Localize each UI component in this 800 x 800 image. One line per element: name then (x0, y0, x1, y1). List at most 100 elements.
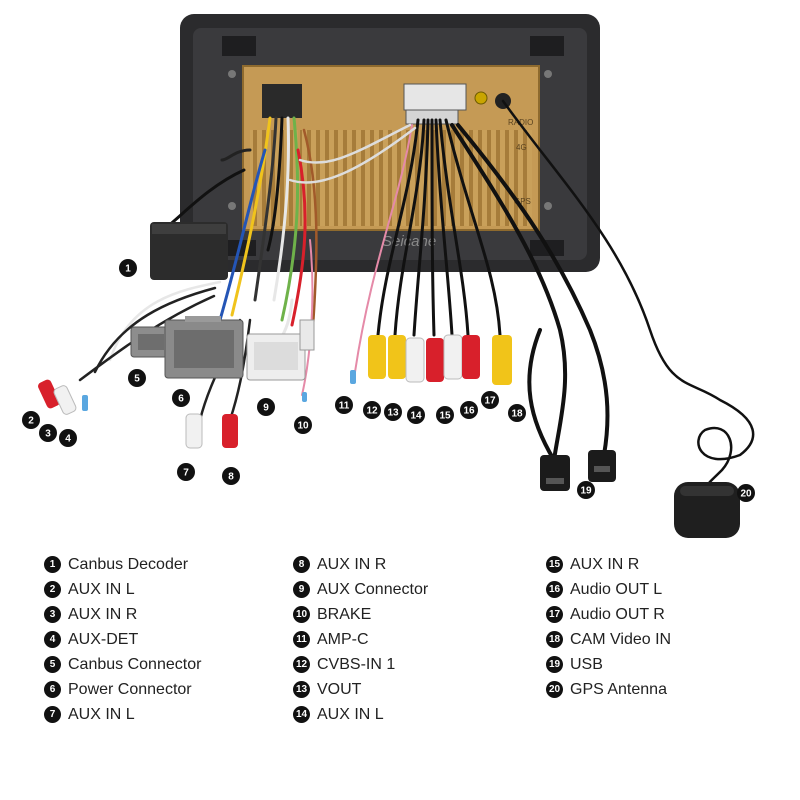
legend-label: CVBS-IN 1 (317, 655, 396, 673)
rca-plug-audio-out-r (462, 335, 480, 379)
legend-label: AUX IN R (317, 555, 387, 573)
legend-label: AUX IN R (68, 605, 138, 623)
legend-label: Canbus Connector (68, 655, 202, 673)
legend-label: AUX-DET (68, 630, 139, 648)
callout-9: 9 (257, 398, 275, 416)
legend-label: USB (570, 655, 603, 673)
brake-pin (302, 392, 307, 402)
legend-item: 11 AMP-C (293, 627, 428, 652)
svg-text:12: 12 (366, 406, 378, 417)
harness-socket (262, 84, 302, 118)
legend-number-badge: 1 (44, 556, 61, 573)
callout-4: 4 (59, 429, 77, 447)
svg-text:19: 19 (580, 486, 592, 497)
legend-item: 6 Power Connector (44, 677, 201, 702)
legend-label: VOUT (317, 680, 362, 698)
gps-label: GPS (514, 197, 531, 206)
svg-text:1: 1 (125, 264, 131, 275)
callout-18: 18 (508, 404, 526, 422)
svg-text:14: 14 (410, 411, 422, 422)
svg-text:10: 10 (297, 421, 309, 432)
rca-plug-aux-in-l (38, 379, 60, 409)
legend-number-badge: 15 (546, 556, 563, 573)
legend-number-badge: 2 (44, 581, 61, 598)
usb-plug (540, 455, 570, 491)
svg-text:16: 16 (463, 406, 475, 417)
svg-text:7: 7 (183, 468, 189, 479)
legend-number-badge: 14 (293, 706, 310, 723)
legend-item: 19 USB (546, 652, 671, 677)
callout-14: 14 (407, 406, 425, 424)
legend-label: Power Connector (68, 680, 192, 698)
rca-plug-aux-in-l-3 (405, 337, 425, 383)
rca-plug-audio-out-l (443, 334, 463, 380)
rca-wires (288, 99, 755, 487)
legend-label: BRAKE (317, 605, 372, 623)
rca-socket-block (403, 83, 467, 111)
callout-11: 11 (335, 396, 353, 414)
callout-17: 17 (481, 391, 499, 409)
legend-label: AMP-C (317, 630, 369, 648)
legend-item: 18 CAM Video IN (546, 627, 671, 652)
canbus-decoder (150, 222, 228, 280)
callout-7: 7 (177, 463, 195, 481)
callout-8: 8 (222, 467, 240, 485)
svg-text:3: 3 (45, 429, 51, 440)
legend-number-badge: 6 (44, 681, 61, 698)
legend-label: AUX Connector (317, 580, 429, 598)
mount-tab (530, 36, 564, 56)
legend-number-badge: 17 (546, 606, 563, 623)
legend-label: Canbus Decoder (68, 555, 189, 573)
rca-plug-aux-in-l-2 (185, 413, 203, 449)
rca-plug-cam-video-in (492, 335, 512, 385)
rca-plug-aux-in-r-2 (222, 414, 238, 448)
legend-number-badge: 19 (546, 656, 563, 673)
legend-number-badge: 16 (546, 581, 563, 598)
legend-label: CAM Video IN (570, 630, 672, 648)
fourg-label: 4G (516, 143, 527, 152)
svg-text:18: 18 (511, 409, 523, 420)
legend-label: Audio OUT L (570, 580, 663, 598)
amp-c-pin (350, 370, 356, 384)
callout-19: 19 (577, 481, 595, 499)
callout-1: 1 (119, 259, 137, 277)
legend-number-badge: 9 (293, 581, 310, 598)
svg-text:6: 6 (178, 394, 184, 405)
legend-number-badge: 3 (44, 606, 61, 623)
svg-text:11: 11 (339, 401, 350, 412)
rca-plug-cvbs-in-1 (368, 335, 386, 379)
screw (544, 70, 552, 78)
legend-label: AUX IN L (68, 705, 135, 723)
callout-3: 3 (39, 424, 57, 442)
legend-number-badge: 18 (546, 631, 563, 648)
mount-tab (222, 36, 256, 56)
aux-det-pin (82, 395, 88, 411)
canbus-connector (130, 326, 172, 358)
svg-text:4: 4 (65, 434, 71, 445)
svg-text:13: 13 (387, 408, 399, 419)
usb-port-slot (594, 466, 610, 472)
svg-text:15: 15 (439, 411, 451, 422)
legend-item: 1 Canbus Decoder (44, 552, 201, 577)
legend-number-badge: 13 (293, 681, 310, 698)
callout-13: 13 (384, 403, 402, 421)
legend-number-badge: 11 (293, 631, 310, 648)
rca-plug-vout (388, 335, 406, 379)
svg-text:9: 9 (263, 403, 269, 414)
callout-2: 2 (22, 411, 40, 429)
legend-item: 13 VOUT (293, 677, 428, 702)
radio-label: RADIO (508, 118, 533, 127)
callout-15: 15 (436, 406, 454, 424)
callout-10: 10 (294, 416, 312, 434)
